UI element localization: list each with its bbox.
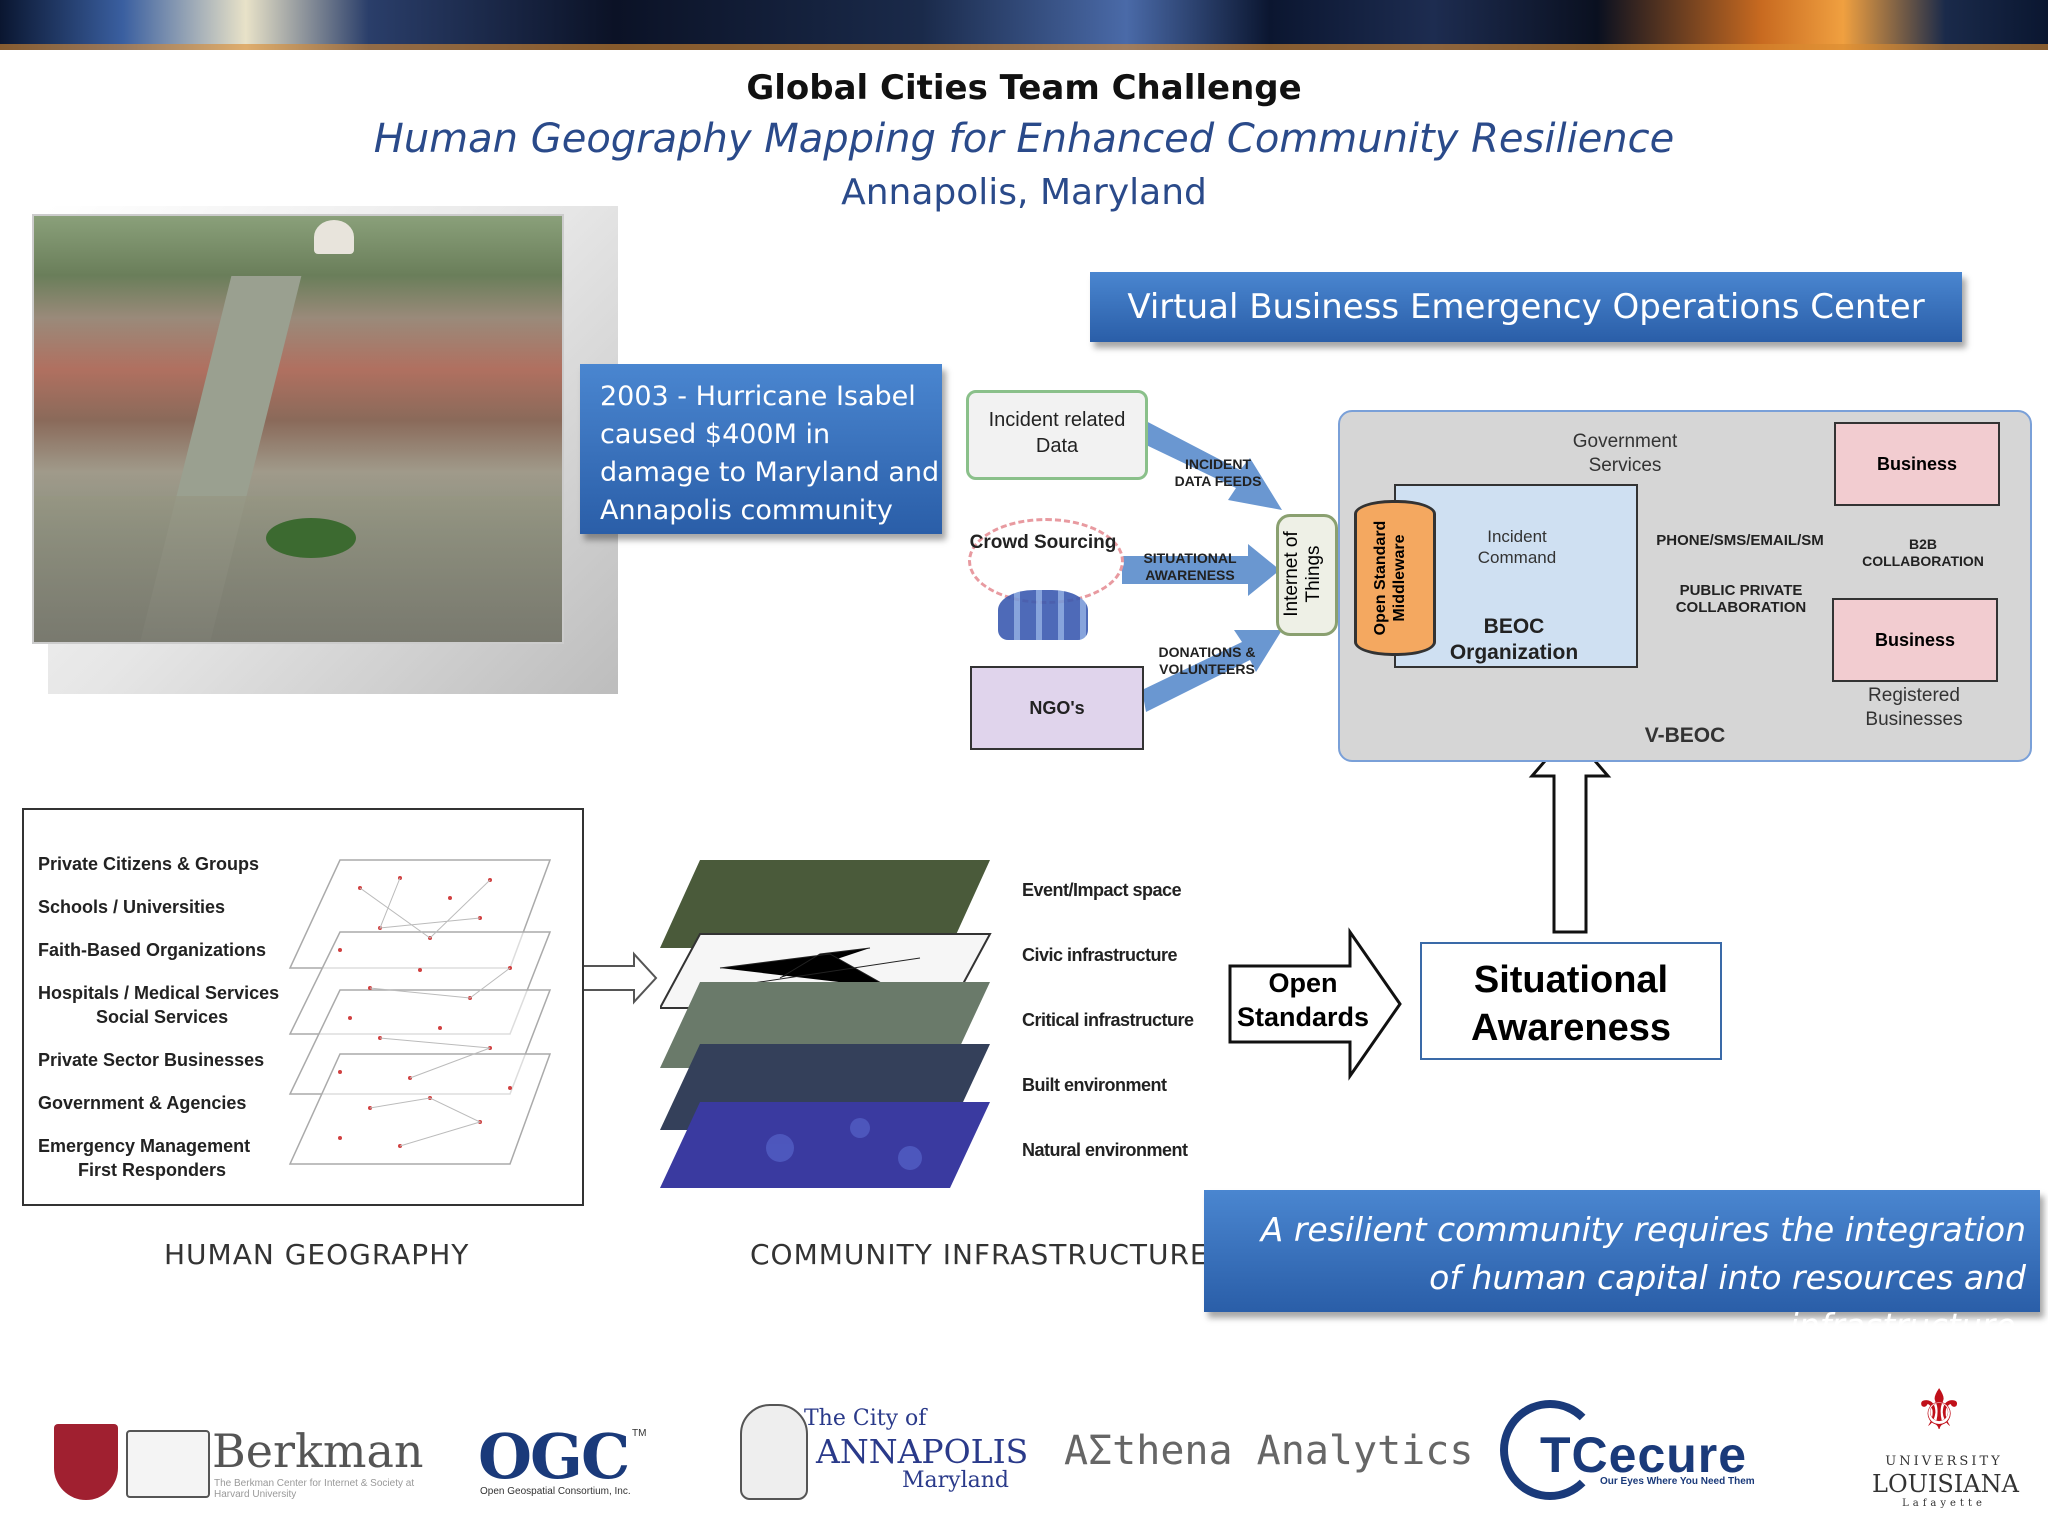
harvard-shield-logo [54,1424,118,1500]
layer-event [660,860,990,948]
annapolis-line3: Maryland [902,1468,1009,1493]
government-services-label: Government Services [1572,431,1678,476]
crowd-sourcing-source: Crowd Sourcing [968,518,1124,640]
page-location: Annapolis, Maryland [841,172,1207,213]
annapolis-crest-logo [740,1404,808,1500]
berkman-logo-sub: The Berkman Center for Internet & Societ… [214,1478,415,1500]
ul-line1: UNIVERSITY [1885,1454,2003,1469]
berkman-emblem-logo [126,1430,210,1498]
tcecure-eye-logo [1500,1400,1600,1500]
crowd-people-icon [998,590,1088,640]
crowd-sourcing-label: Crowd Sourcing [969,532,1117,553]
layer-label: Civic infrastructure [1022,945,1178,965]
ogc-logo-text: OGC [478,1420,630,1493]
layer-label: Event/Impact space [1022,880,1182,900]
open-standards-label: Open Standards [1236,968,1370,1032]
ogc-logo-sub: Open Geospatial Consortium, Inc. [480,1486,631,1497]
incident-data-source: Incident related Data [966,390,1148,480]
page-title: Global Cities Team Challenge [746,68,1302,108]
layer-label: Natural environment [1022,1140,1188,1160]
community-infrastructure-caption: COMMUNITY INFRASTRUCTURE [750,1238,1209,1271]
tcecure-tagline: Our Eyes Where You Need Them [1600,1476,1755,1487]
incident-command-label: Incident Command [1477,527,1557,567]
situational-feed-label: SITUATIONAL AWARENESS [1143,550,1237,583]
hg-item: Hospitals / Medical Services [38,983,280,1003]
open-standards-arrow [1228,927,1402,1081]
hg-item: Faith-Based Organizations [38,940,267,960]
ul-line3: Lafayette [1902,1498,1986,1509]
incident-feed-arrow [1140,420,1282,510]
public-private-label: PUBLIC PRIVATE COLLABORATION [1675,582,1807,616]
registered-businesses-label: Registered Businesses [1865,685,1963,730]
vbeoc-panel-label: V-BEOC [1644,724,1726,747]
middleware-cylinder: Open Standard Middleware [1354,500,1436,656]
ngo-source: NGO's [970,666,1144,750]
ul-line2: LOUISIANA [1872,1470,2019,1498]
donations-arrow [1142,630,1282,712]
tcecure-logo-text: TCecure [1540,1427,1748,1483]
human-geography-caption: HUMAN GEOGRAPHY [164,1238,470,1271]
business-box-top: Business [1834,422,2000,506]
athena-analytics-logo: AΣthena Analytics [1064,1428,1474,1474]
page-subtitle: Human Geography Mapping for Enhanced Com… [373,116,1675,162]
phone-sms-label: PHONE/SMS/EMAIL/SM [1656,532,1824,549]
flood-aerial-photo [32,214,564,644]
hg-item: Private Citizens & Groups [38,854,260,874]
resilient-statement: A resilient community requires the integ… [1204,1190,2040,1345]
vbeoc-title-banner: Virtual Business Emergency Operations Ce… [1090,272,1962,342]
hg-network-layers [288,859,552,1165]
situational-awareness-box: Situational Awareness [1420,942,1722,1060]
layer-label: Built environment [1022,1075,1167,1095]
up-hollow-arrow [1528,729,1612,934]
hg-item: Social Services [96,1007,229,1027]
hg-to-ci-arrow [579,951,658,1005]
hg-item: Government & Agencies [38,1093,247,1113]
business-box-bottom: Business [1832,598,1998,682]
b2b-label: B2B COLLABORATION [1862,536,1984,569]
situational-arrow [1122,544,1280,596]
hurricane-callout: 2003 - Hurricane Isabel caused $400M in … [580,364,942,534]
hg-item: Schools / Universities [38,897,226,917]
annapolis-line1: The City of [804,1406,927,1431]
hg-item: First Responders [78,1160,227,1180]
donations-label: DONATIONS & VOLUNTEERS [1158,644,1256,677]
hg-item: Emergency Management [38,1136,251,1156]
ogc-tm: TM [632,1428,647,1439]
incident-feeds-label: INCIDENT DATA FEEDS [1174,456,1262,489]
layer-natural [660,1102,990,1188]
beoc-org-label: BEOC Organization [1449,615,1579,664]
berkman-logo-text: Berkman [212,1424,424,1478]
fleur-de-lis-icon: ⚜ [1914,1378,1965,1441]
hg-item: Private Sector Businesses [38,1050,265,1070]
top-banner [0,0,2048,50]
internet-of-things-node: Internet of Things [1276,514,1338,636]
layer-label: Critical infrastructure [1022,1010,1194,1030]
ci-layer-stack [660,860,992,1188]
annapolis-line2: ANNAPOLIS [816,1432,1029,1471]
